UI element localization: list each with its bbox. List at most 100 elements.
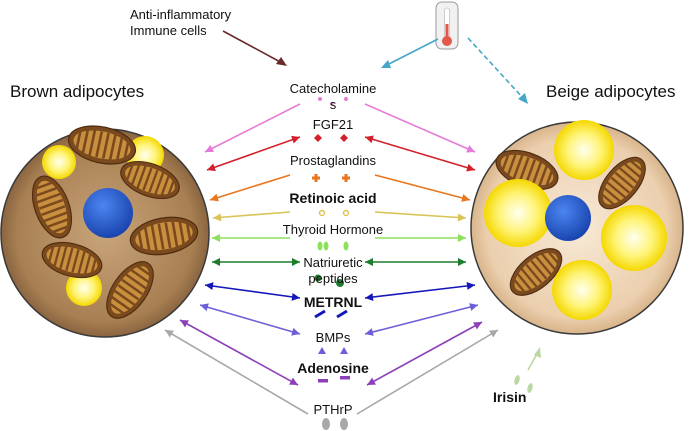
arrow-to-beige-catecholamine-s-head — [466, 145, 475, 153]
cold-arrow-beige — [467, 37, 524, 99]
molecule-label-catecholamine-s: Catecholamine s — [289, 81, 377, 112]
arrow-to-brown-metrnl-tail-head — [291, 292, 300, 301]
arrow-to-brown-adenosine-head — [180, 320, 189, 328]
arrow-to-beige-metrnl-head — [466, 281, 475, 290]
molecule-adenosine — [318, 379, 328, 383]
arrow-to-brown-prostaglandins — [209, 174, 291, 201]
molecule-pthrp — [340, 418, 348, 430]
molecule-bmps — [318, 347, 326, 354]
arrow-to-beige-thyroid-hormone-head — [458, 234, 466, 242]
molecule-retinoic-acid — [318, 209, 326, 217]
arrow-to-beige-adenosine — [366, 321, 483, 386]
molecule-catecholamine-s — [318, 97, 322, 101]
arrow-to-beige-natriuretic-peptides-tail-head — [365, 258, 373, 266]
arrow-to-beige-metrnl — [364, 284, 476, 299]
molecule-pthrp — [322, 418, 330, 430]
molecule-natriuretic-peptides — [314, 274, 322, 282]
beige-nucleus — [545, 195, 591, 241]
molecule-bmps — [340, 347, 348, 354]
arrow-to-brown-natriuretic-peptides-tail-head — [292, 258, 300, 266]
cold-arrowhead — [381, 60, 391, 68]
arrow-to-beige-natriuretic-peptides-head — [458, 258, 466, 266]
signaling-arrows — [164, 97, 499, 430]
irisin-molecule — [514, 375, 520, 385]
lipid-droplet — [42, 145, 76, 179]
molecule-prostaglandins — [314, 174, 318, 182]
arrow-to-beige-bmps-tail-head — [365, 328, 374, 336]
arrow-to-beige-adenosine-head — [473, 322, 482, 330]
beige-adipocyte — [470, 120, 684, 335]
molecule-fgf21 — [340, 134, 348, 142]
arrow-to-beige-catecholamine-s — [364, 103, 476, 153]
arrow-to-beige-retinoic-acid — [374, 211, 467, 219]
irisin-label: Irisin — [493, 389, 527, 405]
brown-adipocyte — [0, 119, 210, 338]
arrow-to-brown-pthrp-head — [165, 330, 174, 338]
molecule-metrnl — [336, 309, 348, 319]
arrow-to-brown-natriuretic-peptides-head — [212, 258, 220, 266]
arrow-to-brown-fgf21-head — [207, 163, 216, 172]
molecule-label-metrnl: METRNL — [303, 294, 363, 310]
immune-cells-label: Anti-inflammatory Immune cells — [130, 7, 232, 38]
lipid-droplet — [66, 270, 102, 306]
molecule-retinoic-acid — [342, 209, 350, 217]
arrow-to-brown-metrnl — [204, 284, 301, 299]
molecule-label-retinoic-acid: Retinoic acid — [289, 190, 377, 206]
cold-arrowhead — [518, 93, 528, 104]
cold-arrow-brown — [384, 38, 439, 67]
arrow-to-beige-fgf21-head — [466, 163, 475, 172]
arrow-to-brown-metrnl-head — [205, 282, 214, 291]
brown-nucleus — [83, 188, 133, 238]
arrow-to-brown-fgf21-tail-head — [291, 135, 300, 144]
lipid-droplet — [552, 260, 612, 320]
arrow-to-brown-adenosine-tail-head — [289, 377, 298, 385]
arrow-to-beige-fgf21 — [364, 136, 476, 171]
immune-arrow — [222, 30, 285, 65]
irisin-molecule — [527, 383, 533, 393]
arrow-to-beige-retinoic-acid-head — [457, 213, 466, 222]
thermometer-icon — [435, 1, 459, 50]
molecule-catecholamine-s — [330, 102, 334, 106]
immune-arrowhead — [276, 57, 287, 66]
molecule-metrnl — [314, 309, 326, 319]
molecule-adenosine — [340, 376, 350, 380]
molecule-natriuretic-peptides — [336, 279, 344, 287]
arrow-to-beige-adenosine-tail-head — [367, 377, 376, 385]
arrow-to-brown-fgf21 — [206, 136, 301, 171]
irisin-arrowhead — [534, 347, 541, 358]
beige-adipocytes-title: Beige adipocytes — [546, 82, 676, 101]
arrow-to-brown-bmps-tail-head — [291, 327, 300, 336]
arrow-to-brown-prostaglandins-head — [210, 193, 219, 202]
arrow-to-brown-pthrp — [164, 329, 309, 415]
arrow-to-brown-thyroid-hormone-head — [212, 234, 220, 242]
molecule-label-fgf21: FGF21 — [312, 117, 354, 132]
molecule-label-prostaglandins: Prostaglandins — [290, 153, 376, 168]
arrow-to-brown-retinoic-acid — [212, 211, 291, 219]
molecule-label-thyroid-hormone: Thyroid Hormone — [282, 222, 384, 237]
lipid-droplet — [601, 205, 667, 271]
lipid-droplet — [554, 120, 614, 180]
brown-adipocytes-title: Brown adipocytes — [10, 82, 145, 101]
molecule-catecholamine-s — [344, 97, 348, 101]
arrow-to-brown-adenosine — [179, 319, 299, 386]
arrow-to-brown-retinoic-acid-head — [213, 213, 222, 222]
molecule-fgf21 — [314, 134, 322, 142]
arrow-to-brown-bmps-head — [200, 303, 209, 312]
molecule-label-natriuretic-peptides: Natriuretic peptides — [303, 255, 363, 286]
molecule-thyroid-hormone — [323, 241, 329, 251]
arrow-to-beige-fgf21-tail-head — [365, 135, 374, 144]
molecule-prostaglandins — [344, 174, 348, 182]
lipid-droplet — [484, 179, 552, 247]
arrow-to-beige-metrnl-tail-head — [365, 293, 374, 302]
molecule-label-adenosine: Adenosine — [297, 360, 369, 376]
arrow-to-brown-catecholamine-s — [204, 103, 301, 153]
arrow-to-beige-pthrp — [356, 329, 499, 415]
molecule-label-bmps: BMPs — [315, 330, 351, 345]
arrow-to-beige-prostaglandins-head — [461, 194, 470, 202]
arrow-to-beige-bmps-head — [469, 303, 478, 311]
arrow-to-beige-prostaglandins — [374, 174, 471, 201]
molecule-label-pthrp: PTHrP — [313, 402, 353, 417]
arrow-to-brown-catecholamine-s-head — [205, 144, 214, 152]
arrow-to-beige-pthrp-head — [489, 330, 498, 338]
